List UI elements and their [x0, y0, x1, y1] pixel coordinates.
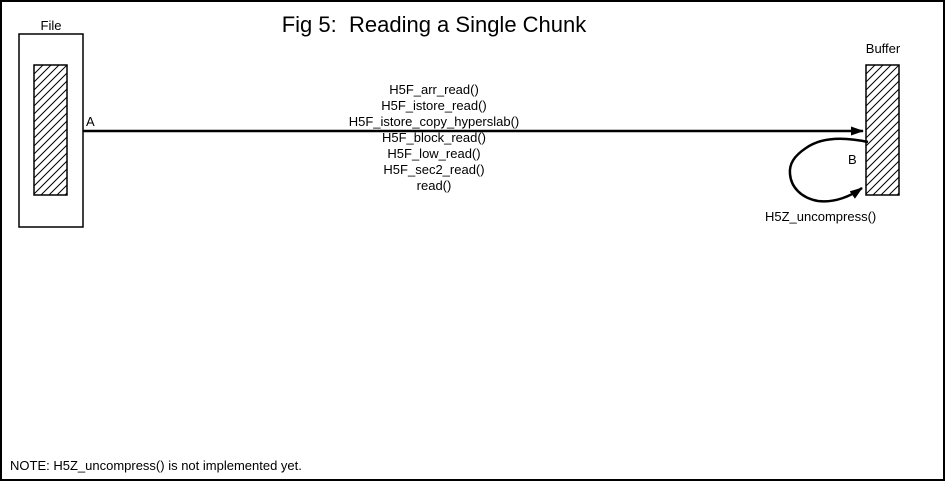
call-h5f-arr-read: H5F_arr_read() — [389, 82, 479, 97]
figure-title: Fig 5: Reading a Single Chunk — [281, 12, 587, 37]
call-h5f-block-read: H5F_block_read() — [381, 130, 487, 145]
arrow-b-label: B — [848, 152, 857, 167]
file-label: File — [40, 18, 62, 33]
arrow-b-loop — [788, 137, 869, 203]
buffer-hatched-rect — [865, 64, 900, 196]
arrow-a-call-stack: H5F_arr_read() H5F_istore_read() H5F_ist… — [349, 82, 520, 194]
call-h5f-istore-copy-hyperslab: H5F_istore_copy_hyperslab() — [348, 114, 520, 129]
buffer-label: Buffer — [865, 41, 901, 56]
file-chunk-hatched-rect — [33, 64, 68, 196]
call-read: read() — [416, 178, 452, 193]
call-h5f-istore-read: H5F_istore_read() — [381, 98, 487, 113]
arrow-a-label: A — [86, 114, 95, 129]
call-h5f-low-read: H5F_low_read() — [387, 146, 481, 161]
call-h5f-sec2-read: H5F_sec2_read() — [383, 162, 485, 177]
arrow-b-call-label: H5Z_uncompress() — [765, 209, 877, 224]
footnote: NOTE: H5Z_uncompress() is not implemente… — [10, 458, 302, 473]
